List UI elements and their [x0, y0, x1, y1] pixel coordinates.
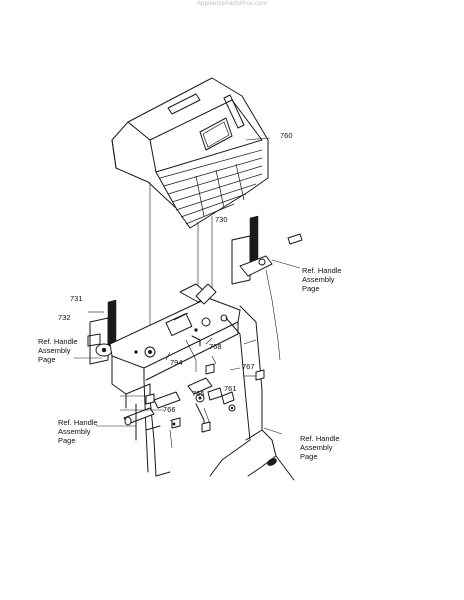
ref-label-left-lower: Ref. Handle Assembly Page — [58, 418, 98, 445]
callout-760: 760 — [280, 131, 293, 140]
small-hardware — [145, 355, 265, 433]
callout-768: 768 — [209, 342, 222, 351]
callout-765: 765 — [192, 389, 205, 398]
callout-730: 730 — [215, 215, 228, 224]
left-control-lever — [87, 299, 117, 365]
callout-767: 767 — [242, 362, 255, 371]
handle-tube — [195, 283, 295, 481]
callout-761: 761 — [224, 384, 237, 393]
lower-frame — [111, 355, 181, 477]
watermark: AppliancePartsPros.com — [196, 1, 268, 7]
alignment-lines — [149, 182, 213, 330]
callout-794: 794 — [170, 358, 183, 367]
ref-label-left-upper: Ref. Handle Assembly Page — [38, 337, 78, 364]
callout-731: 731 — [70, 294, 83, 303]
leader-lines — [74, 337, 283, 435]
control-panel-cover — [111, 77, 271, 229]
callout-732: 732 — [58, 313, 71, 322]
right-control-lever — [231, 215, 303, 361]
ref-label-lower-right: Ref. Handle Assembly Page — [300, 434, 340, 461]
ref-label-upper-right: Ref. Handle Assembly Page — [302, 266, 342, 293]
callout-766: 766 — [163, 405, 176, 414]
